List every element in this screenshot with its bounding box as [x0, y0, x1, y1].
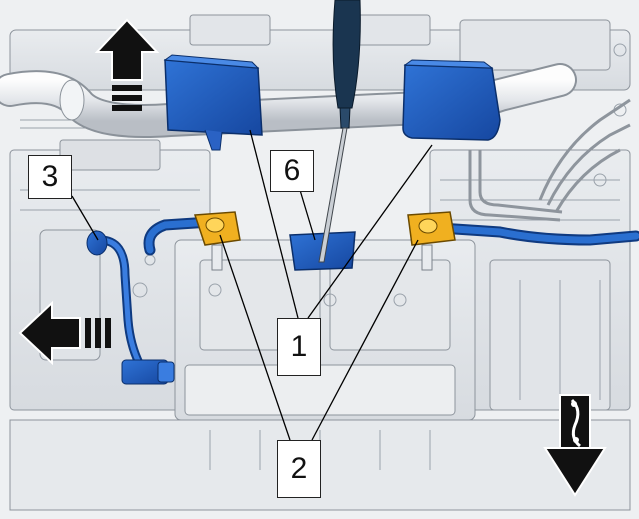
arrow-down-icon [543, 394, 607, 497]
terminal-cover-right [402, 59, 501, 141]
callout-3: 3 [28, 155, 72, 199]
sensor-hose [86, 230, 175, 385]
terminal-cover-left [163, 54, 263, 151]
callout-leader-lines [71, 129, 433, 441]
callout-1: 1 [277, 318, 321, 376]
terminal-clip-left [193, 211, 241, 271]
battery-cable [143, 216, 639, 256]
arrow-up-icon [94, 18, 160, 111]
callout-2: 2 [277, 440, 321, 498]
callout-6: 6 [270, 150, 314, 192]
terminal-clip-right [407, 211, 456, 271]
screwdriver-icon [318, 0, 361, 263]
arrow-left-icon [18, 300, 111, 366]
wire-bundle-right [468, 98, 631, 222]
